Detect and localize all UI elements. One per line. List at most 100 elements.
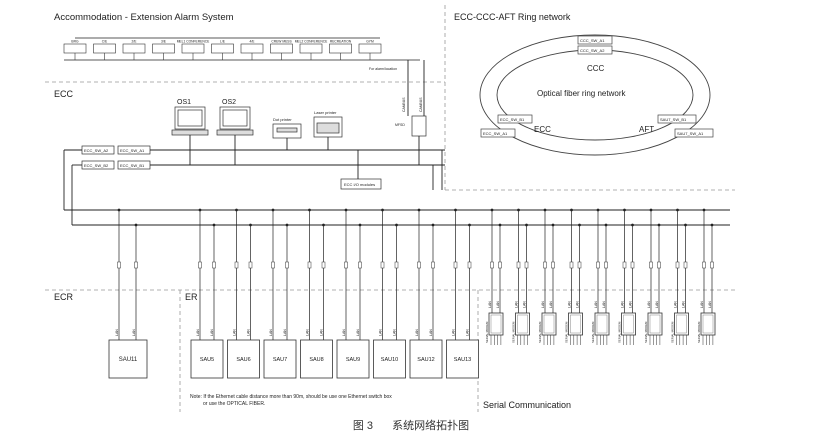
er-unit-label: SAU10 [381, 357, 398, 363]
alarm-panel [299, 43, 323, 54]
bus-junction [570, 208, 573, 212]
alarm-panel-label: MEL1 CONFERENCE [177, 40, 210, 44]
ring-outer [479, 34, 711, 156]
section-er: ER [185, 292, 198, 302]
ecc-switch-label: ECC_SW_B2 [84, 163, 109, 168]
er-unit-box [190, 339, 224, 379]
ecc-switch-label: ECC_SW_A2 [84, 148, 109, 153]
io-modules-box [340, 178, 382, 190]
alarm-panel [329, 43, 352, 54]
connector-mark [431, 261, 435, 269]
connector-mark [417, 261, 421, 269]
mfsd-box [411, 115, 427, 137]
serial-unit-box [674, 312, 689, 336]
bus-junction [322, 223, 325, 227]
serial-unit-label: SERIAL MODEM [644, 321, 648, 343]
connector-mark [524, 261, 529, 269]
lan-label: LAN [415, 329, 419, 336]
serial-unit-box [594, 312, 610, 336]
bus-junction [710, 223, 714, 227]
bus-junction [308, 208, 311, 212]
alarm-panel [152, 43, 175, 54]
bus-junction [271, 208, 275, 212]
bus-junction [604, 223, 608, 227]
bus-junction [596, 208, 600, 212]
alarm-panel-label: MEL2 CONFERENCE [295, 40, 328, 44]
bus-junction [454, 208, 457, 212]
os2-screen [222, 109, 248, 127]
ecc-switch-label: ECC_SW_B1 [120, 163, 145, 168]
section-serial: Serial Communication [483, 400, 571, 410]
bus-junction [702, 208, 706, 212]
er-unit-label: SAU8 [309, 357, 323, 363]
er-unit-box [263, 339, 297, 379]
bus-junction [657, 223, 661, 227]
ecc-area [171, 106, 427, 190]
bus-junction [551, 223, 555, 227]
alarm-panel-label: RECREATION [330, 40, 352, 44]
connector-mark [649, 261, 653, 269]
lan-label: LAN [356, 329, 360, 336]
ring-switch-label: ECC_SW_B1 [500, 117, 525, 122]
serial-unit-box [488, 312, 504, 336]
lan-label: LAN [682, 301, 686, 308]
er-unit-box [336, 339, 370, 379]
lan-label: LAN [233, 329, 237, 336]
section-accommodation: Accommodation - Extension Alarm System [54, 12, 234, 23]
connector-mark [380, 261, 385, 269]
er-unit-label: SAU13 [454, 357, 471, 363]
er-unit-box [227, 339, 260, 379]
bus-junction [417, 208, 421, 212]
connector-mark [630, 261, 635, 269]
lan-label: LAN [196, 329, 200, 336]
bus-junction [395, 223, 398, 227]
lan-label: LAN [379, 329, 383, 336]
bus-junction [198, 208, 202, 212]
lan-label: LAN [132, 329, 136, 336]
bus-junction [631, 223, 634, 227]
bus-junction [235, 208, 238, 212]
lan-label: LAN [523, 301, 527, 308]
connector-mark [344, 261, 348, 269]
alarm-panel [181, 43, 205, 54]
bus-junction [684, 223, 687, 227]
canbus-label: CANBUS [419, 97, 423, 112]
serial-unit-inner [596, 314, 608, 334]
connector-mark [657, 261, 661, 269]
connector-mark [702, 261, 706, 269]
connector-mark [490, 261, 494, 269]
lan-label: LAN [602, 301, 606, 308]
serial-unit-box [647, 312, 663, 336]
dot-printer-label: Dot printer [273, 117, 292, 122]
lan-label: LAN [320, 329, 324, 336]
alarm-panel-label: 4/E [250, 40, 256, 44]
lan-label: LAN [515, 301, 519, 308]
bus-junction [676, 208, 679, 212]
bus-junction [649, 208, 653, 212]
er-unit-box [446, 339, 479, 379]
ecc-switch-label: ECC_SW_A1 [120, 148, 145, 153]
ethernet-note-line2: or use the OPTICAL FIBER. [203, 401, 265, 407]
connector-mark [569, 261, 574, 269]
connector-mark [683, 261, 688, 269]
ring-switch-box [674, 128, 714, 138]
ring-switch-label: CCC_SW_A1 [580, 38, 605, 43]
lan-label: LAN [269, 329, 273, 336]
bus-junction [543, 208, 547, 212]
connector-mark [453, 261, 458, 269]
ring-switch-label: ECC_SW_A1 [483, 131, 508, 136]
ring-ecc-label: ECC [534, 125, 551, 134]
serial-unit-inner [702, 314, 714, 334]
alarm-panel [358, 43, 382, 54]
section-ecc: ECC [54, 89, 74, 99]
er-unit-label: SAU6 [236, 357, 250, 363]
io-modules-label: ECC I/O modules [344, 182, 375, 187]
connector-mark [604, 261, 608, 269]
serial-unit-label: SERIAL MODEM [697, 321, 701, 343]
os2-keyboard [216, 129, 254, 136]
connector-mark [467, 261, 472, 269]
lan-label: LAN [488, 301, 492, 308]
serial-unit-inner [676, 314, 687, 334]
